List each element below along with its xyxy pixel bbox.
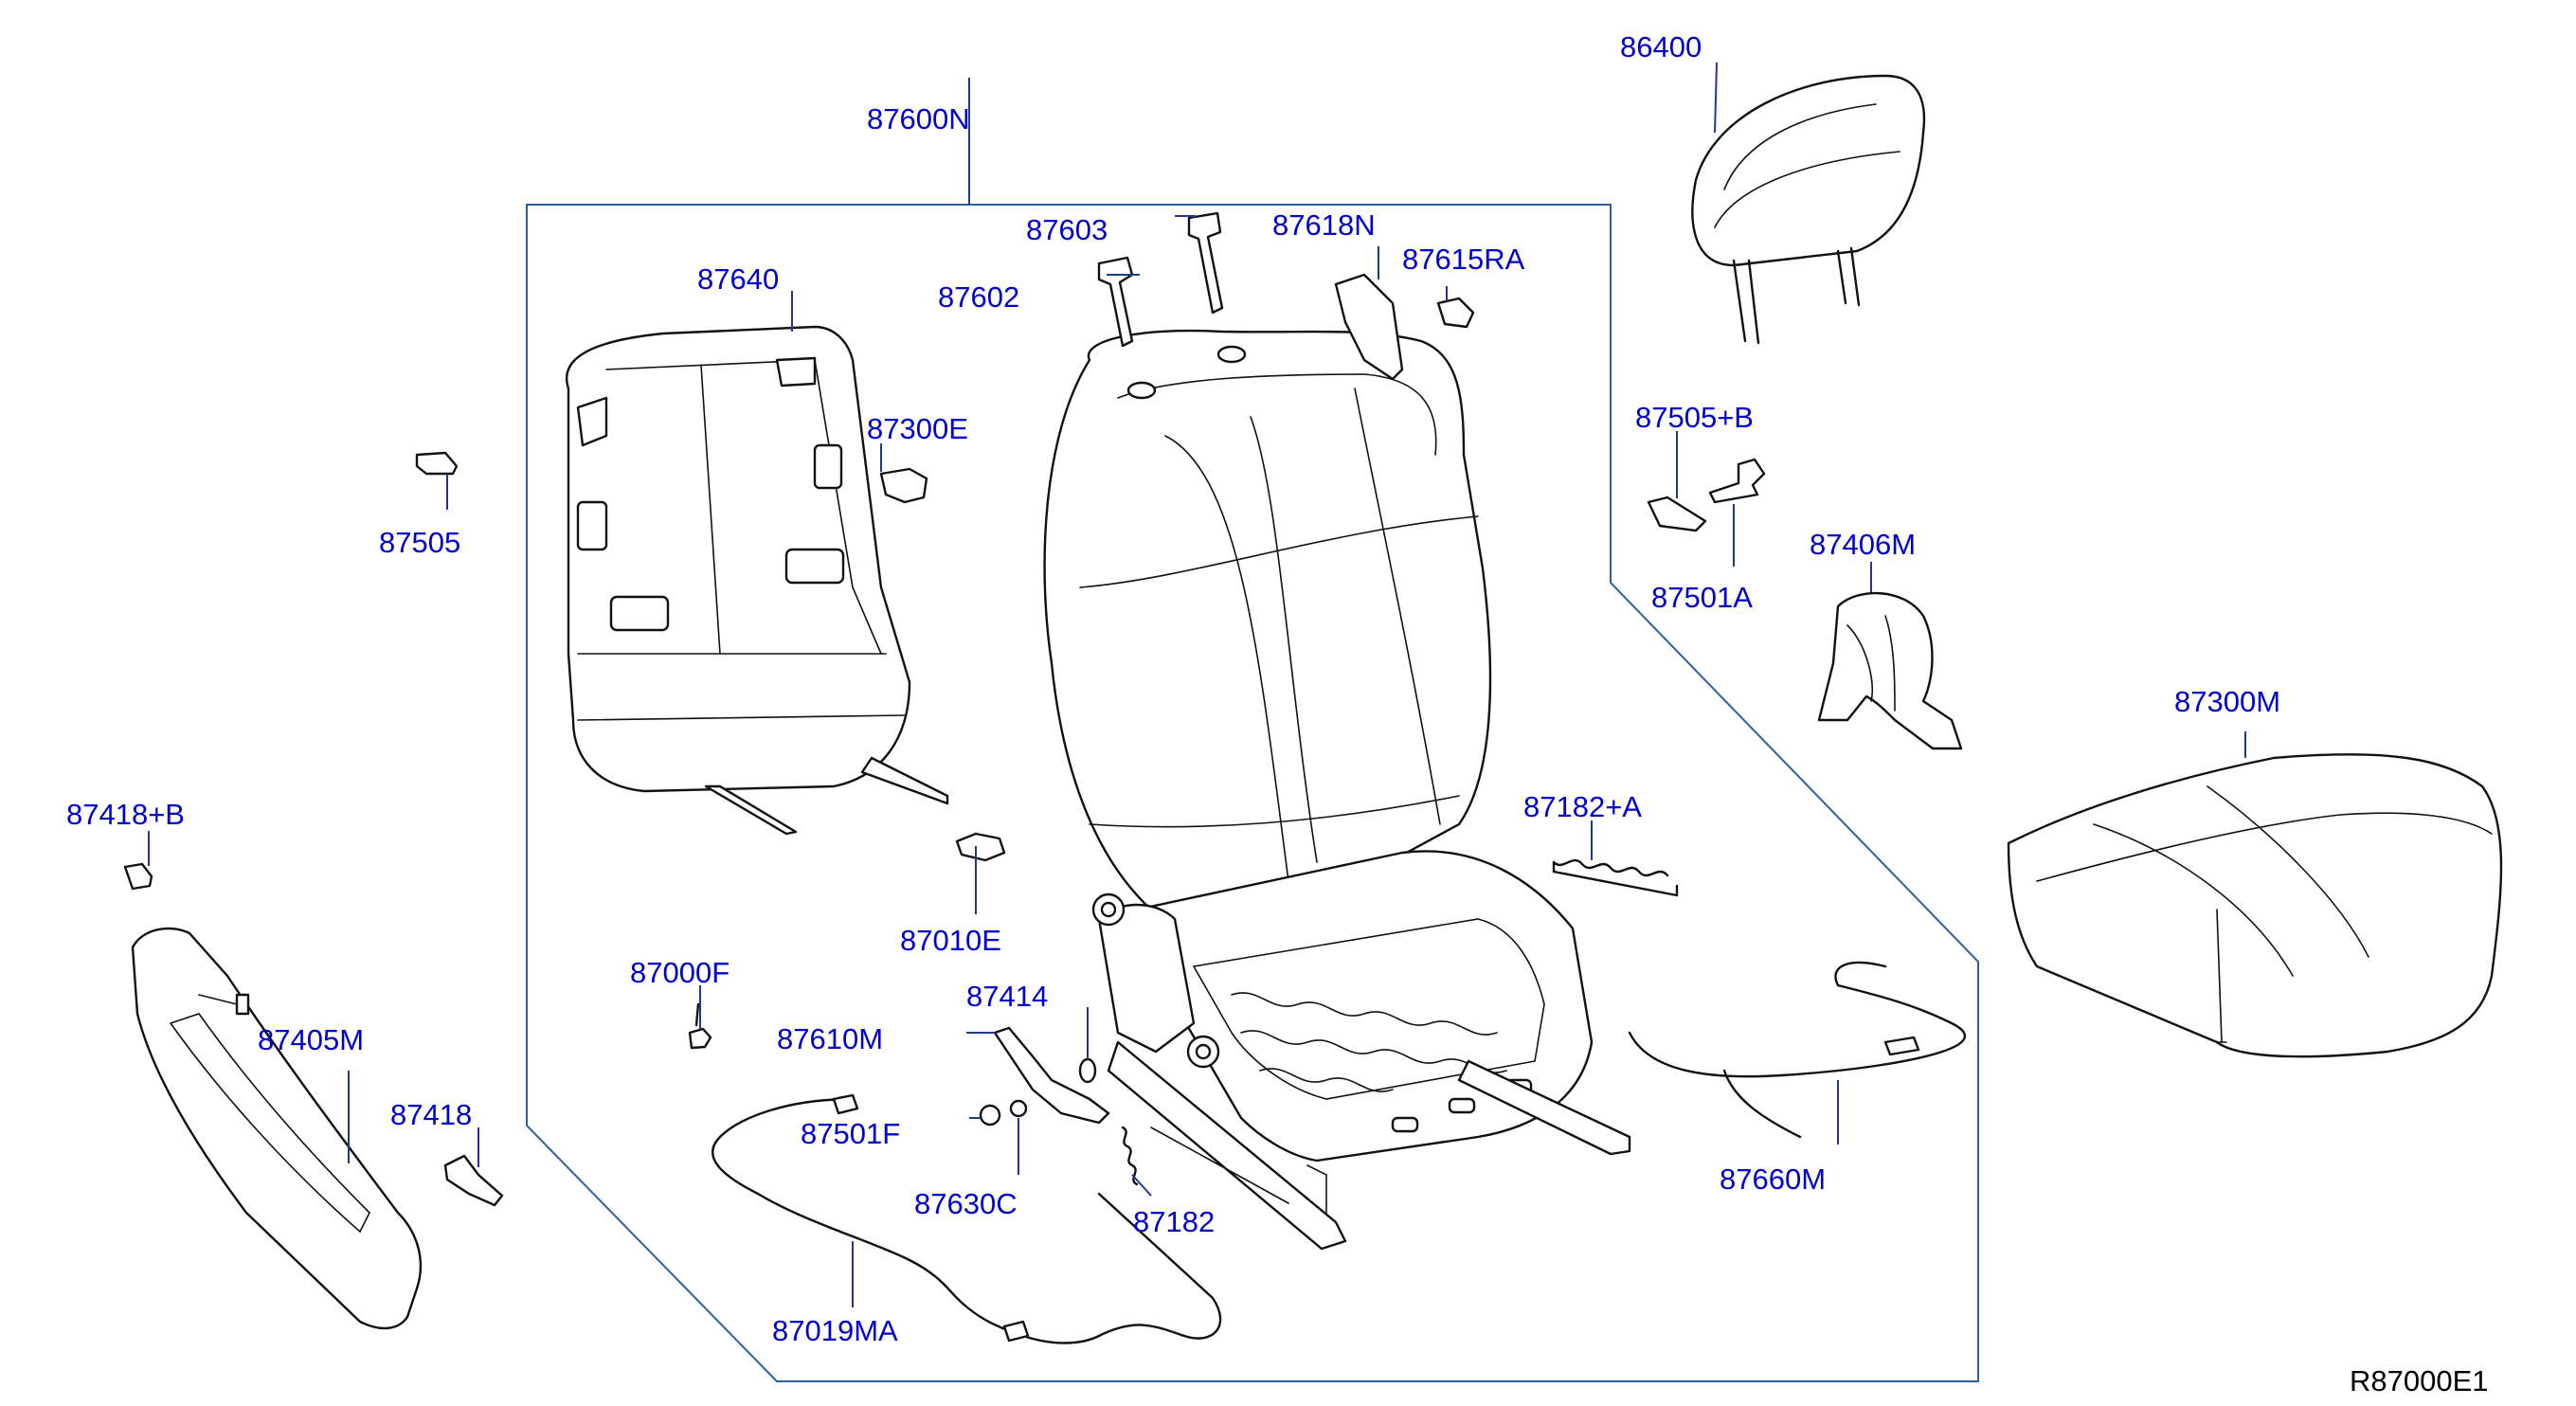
cable-adjuster xyxy=(1883,1036,1920,1056)
nut-87501F xyxy=(979,1104,1001,1127)
label-87418: 87418 xyxy=(390,1098,472,1131)
clip-87505B xyxy=(1647,496,1707,532)
label-87640: 87640 xyxy=(697,262,779,296)
assembly-boundary xyxy=(526,204,1979,1382)
spring-87182 xyxy=(1121,1126,1139,1186)
seat-cushion-87300M xyxy=(2007,753,2503,1058)
bolt-87501A xyxy=(1708,458,1766,504)
label-87618N: 87618N xyxy=(1272,208,1376,242)
guide-87602 xyxy=(1097,256,1134,348)
label-87406M: 87406M xyxy=(1810,528,1916,561)
connector xyxy=(832,1093,859,1115)
label-87182: 87182 xyxy=(1133,1205,1215,1238)
clip-87505 xyxy=(415,451,459,476)
label-87019MA: 87019MA xyxy=(772,1314,898,1347)
cover-87406M xyxy=(1817,591,1963,750)
label-87505B: 87505+B xyxy=(1635,401,1754,434)
cap-87010E xyxy=(955,832,1006,862)
label-87405M: 87405M xyxy=(258,1023,364,1056)
label-87630C: 87630C xyxy=(914,1187,1018,1220)
label-87660M: 87660M xyxy=(1720,1163,1826,1196)
label-87182A: 87182+A xyxy=(1523,790,1642,823)
washer xyxy=(1078,1057,1097,1084)
knob-87618N xyxy=(1334,273,1404,381)
cable-87660M xyxy=(1628,983,1966,1078)
diagram-reference-code: R87000E1 xyxy=(2350,1364,2489,1397)
label-87600N: 87600N xyxy=(867,102,970,135)
clip-87300E xyxy=(879,467,928,504)
seat-cushion-frame xyxy=(1091,850,1631,1251)
label-87602: 87602 xyxy=(938,280,1019,314)
label-87610M: 87610M xyxy=(777,1022,883,1055)
label-87000F: 87000F xyxy=(630,956,730,989)
side-trim-87405M xyxy=(131,927,423,1330)
connector xyxy=(1002,1320,1030,1343)
label-87505: 87505 xyxy=(379,526,460,559)
part-labels: 86400 87600N 87603 87618N 87615RA 87602 … xyxy=(66,30,2280,1347)
back-board-87640 xyxy=(566,325,949,836)
spring-87182A xyxy=(1552,858,1679,897)
label-86400: 86400 xyxy=(1620,30,1702,63)
harness-87019MA xyxy=(711,1097,1222,1344)
washer-87630C xyxy=(1009,1099,1028,1118)
cable-end xyxy=(1722,1069,1802,1139)
lever-87414 xyxy=(993,1026,1110,1125)
label-87501A: 87501A xyxy=(1651,581,1753,614)
leader-lines xyxy=(148,62,2246,1307)
headrest-86400 xyxy=(1691,74,1926,345)
seat-back-assembly xyxy=(1043,329,1492,949)
label-87615RA: 87615RA xyxy=(1402,243,1525,276)
guide-87603 xyxy=(1187,211,1224,315)
label-87300M: 87300M xyxy=(2174,685,2280,718)
bolt-87000F xyxy=(688,1002,712,1050)
label-87501F: 87501F xyxy=(801,1117,900,1150)
knob-87418 xyxy=(443,1154,504,1207)
label-87414: 87414 xyxy=(966,980,1048,1013)
clip-87615RA xyxy=(1436,297,1475,329)
label-87300E: 87300E xyxy=(867,412,968,445)
cable-end xyxy=(1834,961,1887,987)
clip-87418B xyxy=(123,862,153,891)
label-87010E: 87010E xyxy=(900,924,1001,957)
label-87603: 87603 xyxy=(1026,213,1108,246)
label-87418B: 87418+B xyxy=(66,798,185,831)
